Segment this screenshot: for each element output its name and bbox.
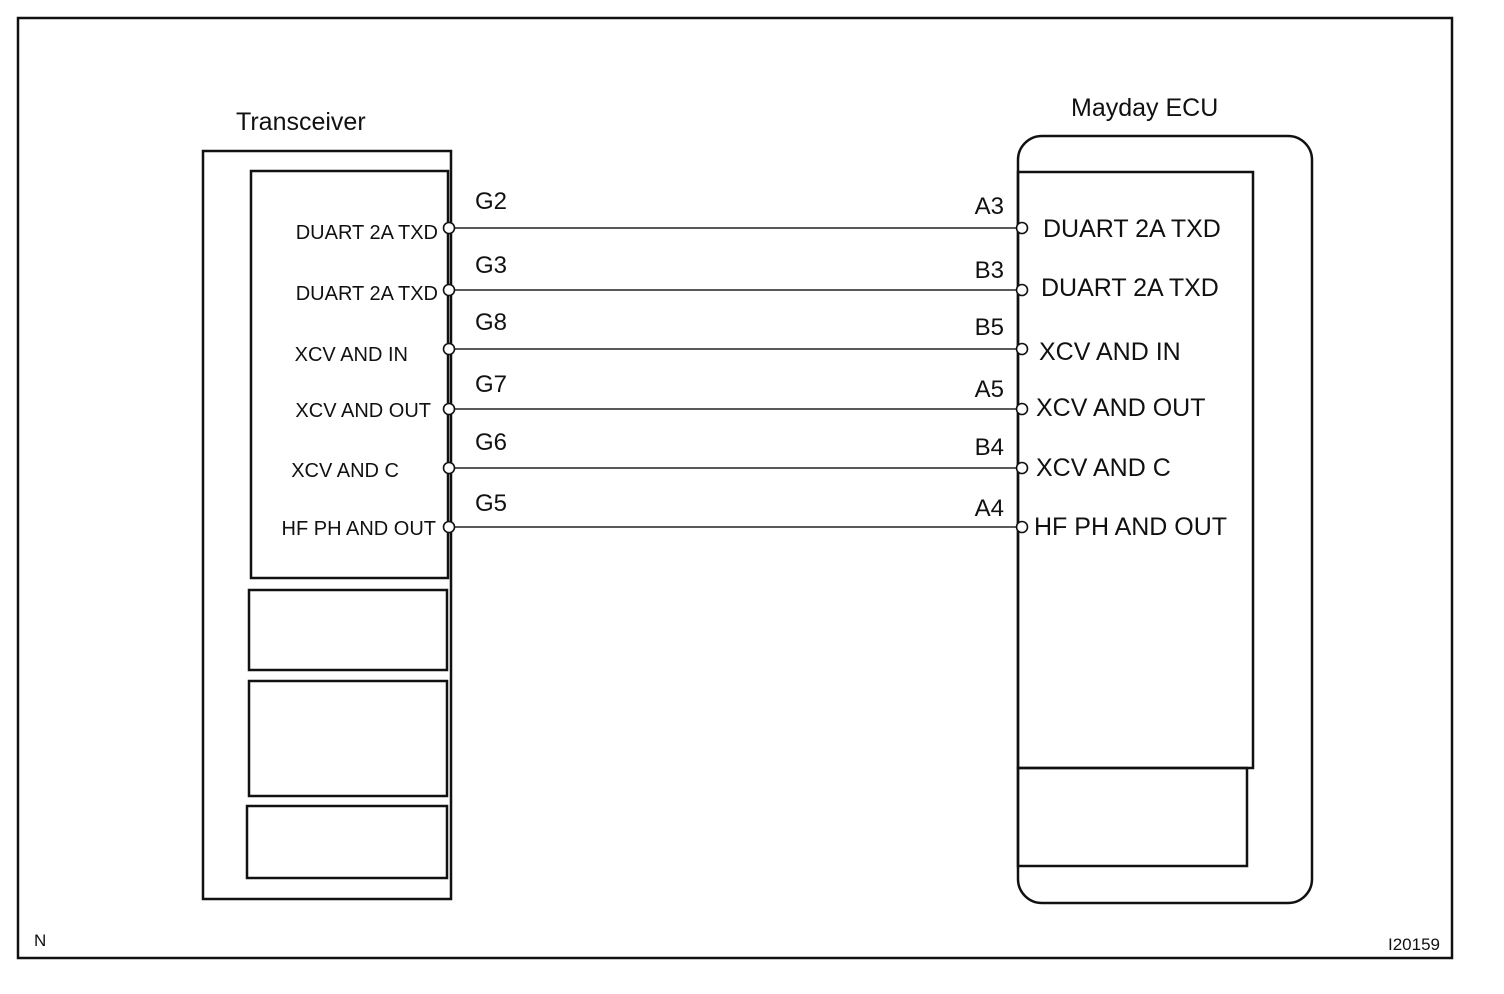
transceiver-pin-label: G8	[475, 309, 507, 336]
diagram-frame	[16, 16, 1454, 960]
ecu-pin-label: A5	[975, 376, 1004, 403]
transceiver-terminal	[442, 221, 456, 235]
ecu-pin-label: B5	[975, 314, 1004, 341]
transceiver-signal-label: XCV AND IN	[295, 344, 408, 366]
transceiver-terminal	[442, 402, 456, 416]
transceiver-signal-label: DUART 2A TXD	[296, 283, 438, 305]
transceiver-signal-label: XCV AND OUT	[295, 400, 431, 422]
transceiver-terminal	[442, 461, 456, 475]
ecu-sub-block	[1016, 766, 1249, 868]
ecu-signal-label: DUART 2A TXD	[1043, 215, 1221, 243]
wire-row: HF PH AND OUT G5 A4 HF PH AND OUT	[282, 490, 1228, 541]
transceiver-pin-label: G7	[475, 371, 507, 398]
ecu-terminal	[1015, 461, 1029, 475]
transceiver-signal-label: XCV AND C	[291, 460, 399, 482]
ecu-signal-label: XCV AND C	[1036, 454, 1171, 482]
ecu-block: Mayday ECU	[1016, 94, 1314, 905]
sheet-mark: N	[34, 931, 46, 950]
ecu-terminal	[1015, 283, 1029, 297]
transceiver-sub-block-3	[245, 804, 449, 880]
transceiver-terminal	[442, 283, 456, 297]
transceiver-block: Transceiver	[201, 108, 453, 901]
ecu-signal-label: XCV AND IN	[1039, 338, 1181, 366]
ecu-pin-label: A4	[975, 495, 1004, 522]
transceiver-sub-block-1	[247, 588, 449, 672]
transceiver-pin-label: G3	[475, 252, 507, 279]
ecu-terminal	[1015, 221, 1029, 235]
wire-row: DUART 2A TXD G2 A3 DUART 2A TXD	[296, 188, 1221, 244]
ecu-terminal	[1015, 342, 1029, 356]
transceiver-terminal	[442, 342, 456, 356]
ecu-title: Mayday ECU	[1071, 94, 1218, 122]
ecu-terminal	[1015, 520, 1029, 534]
wire-row: XCV AND OUT G7 A5 XCV AND OUT	[295, 371, 1205, 422]
wire-row: DUART 2A TXD G3 B3 DUART 2A TXD	[296, 252, 1219, 305]
wire-row: XCV AND C G6 B4 XCV AND C	[291, 429, 1171, 482]
transceiver-signal-label: DUART 2A TXD	[296, 222, 438, 244]
ecu-signal-label: DUART 2A TXD	[1041, 274, 1219, 302]
figure-id: I20159	[1388, 935, 1440, 954]
ecu-pin-label: B3	[975, 257, 1004, 284]
transceiver-connector	[249, 169, 450, 580]
transceiver-terminal	[442, 520, 456, 534]
transceiver-title: Transceiver	[236, 108, 366, 136]
ecu-pin-label: B4	[975, 434, 1004, 461]
ecu-signal-label: XCV AND OUT	[1036, 394, 1205, 422]
transceiver-pin-label: G2	[475, 188, 507, 215]
ecu-pin-label: A3	[975, 193, 1004, 220]
transceiver-pin-label: G5	[475, 490, 507, 517]
transceiver-sub-block-2	[247, 679, 449, 798]
ecu-signal-label: HF PH AND OUT	[1034, 513, 1227, 541]
transceiver-signal-label: HF PH AND OUT	[282, 518, 436, 540]
wire-row: XCV AND IN G8 B5 XCV AND IN	[295, 309, 1181, 366]
transceiver-pin-label: G6	[475, 429, 507, 456]
ecu-terminal	[1015, 402, 1029, 416]
